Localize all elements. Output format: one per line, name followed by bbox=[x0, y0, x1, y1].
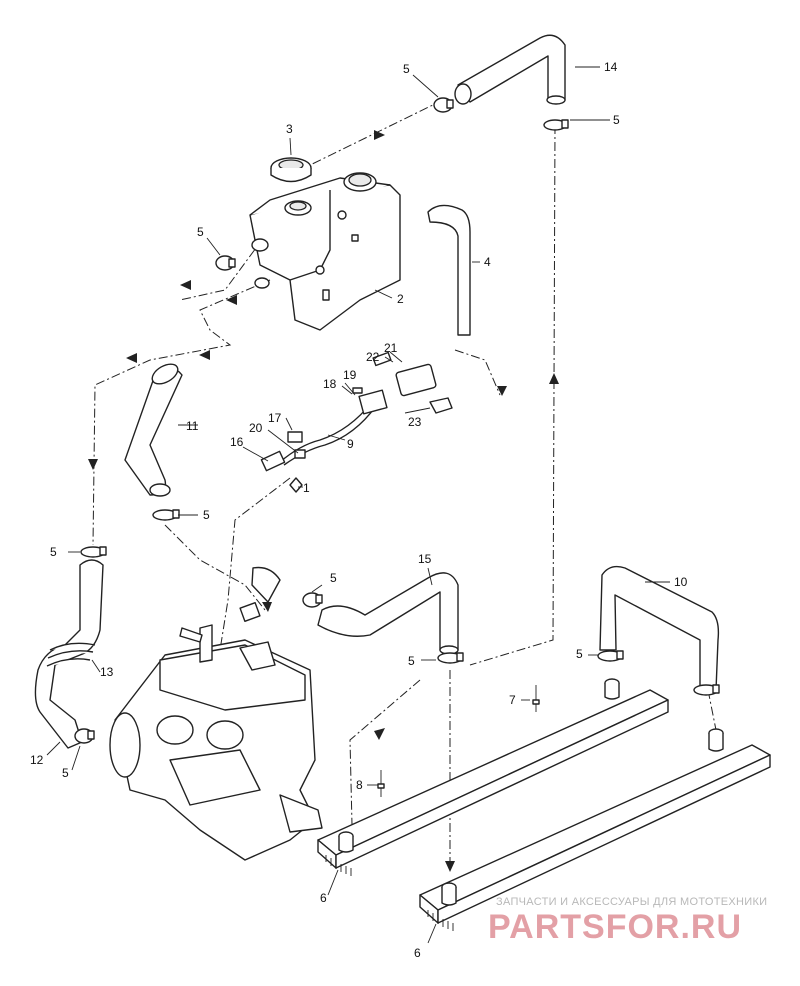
bolt-7 bbox=[532, 685, 540, 712]
flow-arrow-down-4 bbox=[262, 602, 272, 612]
callout-1: 1 bbox=[303, 481, 310, 495]
callout-5: 5 bbox=[403, 62, 410, 76]
callout-14: 14 bbox=[604, 60, 618, 74]
hose-12-13 bbox=[34, 559, 104, 749]
flow-arrow-upright bbox=[374, 728, 385, 740]
callout-20: 20 bbox=[249, 421, 263, 435]
clamp bbox=[74, 728, 95, 744]
callout-22: 22 bbox=[366, 350, 380, 364]
clamp bbox=[215, 255, 236, 271]
callout-5: 5 bbox=[576, 647, 583, 661]
hose-14 bbox=[454, 34, 566, 105]
callout-13: 13 bbox=[100, 665, 114, 679]
flow-arrow-left-2 bbox=[226, 295, 237, 305]
callout-5: 5 bbox=[613, 113, 620, 127]
hose-15 bbox=[317, 572, 459, 655]
clamp bbox=[302, 592, 323, 608]
flow-arrow-left-4 bbox=[199, 350, 210, 360]
coolant-expansion-tank bbox=[249, 172, 401, 331]
clamp bbox=[433, 97, 454, 113]
clamp bbox=[597, 650, 624, 662]
callout-6: 6 bbox=[414, 946, 421, 960]
clamp bbox=[543, 119, 569, 131]
flow-arrow-down-3 bbox=[445, 861, 455, 872]
callout-5: 5 bbox=[62, 766, 69, 780]
callout-5: 5 bbox=[330, 571, 337, 585]
flow-arrow-left bbox=[180, 280, 191, 290]
leader-lines bbox=[46, 66, 670, 944]
callout-12: 12 bbox=[30, 753, 44, 767]
callout-11: 11 bbox=[186, 419, 199, 433]
hose-10 bbox=[599, 565, 720, 691]
callout-9: 9 bbox=[347, 437, 354, 451]
overflow-hose-4 bbox=[427, 204, 471, 336]
clamp bbox=[693, 684, 720, 696]
flow-arrows bbox=[88, 130, 559, 872]
callout-2: 2 bbox=[397, 292, 404, 306]
temperature-sensor-harness bbox=[260, 351, 453, 493]
callout-5: 5 bbox=[408, 654, 415, 668]
callout-18: 18 bbox=[323, 377, 337, 391]
engine-block bbox=[109, 566, 323, 861]
callout-17: 17 bbox=[268, 411, 282, 425]
callout-8: 8 bbox=[356, 778, 363, 792]
callout-10: 10 bbox=[674, 575, 688, 589]
watermark-logo: PARTSFOR.RU bbox=[488, 908, 742, 946]
watermark-tagline: ЗАПЧАСТИ И АКСЕССУАРЫ ДЛЯ МОТОТЕХНИКИ bbox=[496, 896, 767, 908]
callout-7: 7 bbox=[509, 693, 516, 707]
callout-5: 5 bbox=[50, 545, 57, 559]
callout-19: 19 bbox=[343, 368, 357, 382]
callout-23: 23 bbox=[408, 415, 422, 429]
radiator-rear bbox=[419, 728, 771, 931]
callout-16: 16 bbox=[230, 435, 244, 449]
flow-arrow-up bbox=[549, 373, 559, 384]
flow-arrow-down-2 bbox=[497, 386, 507, 396]
flow-arrow-left-3 bbox=[126, 353, 137, 363]
callout-labels: 14 5 5 3 5 4 2 21 22 19 18 23 17 11 20 1… bbox=[30, 60, 688, 960]
callout-5: 5 bbox=[203, 508, 210, 522]
callout-3: 3 bbox=[286, 122, 293, 136]
clamp bbox=[437, 652, 464, 664]
callout-5: 5 bbox=[197, 225, 204, 239]
pressure-cap bbox=[270, 157, 312, 183]
radiator-front bbox=[317, 678, 669, 876]
callout-21: 21 bbox=[384, 341, 398, 355]
callout-4: 4 bbox=[484, 255, 491, 269]
hose-clamps bbox=[74, 97, 720, 744]
watermark: ЗАПЧАСТИ И АКСЕССУАРЫ ДЛЯ МОТОТЕХНИКИ PA… bbox=[488, 896, 767, 946]
callout-6: 6 bbox=[320, 891, 327, 905]
hose-11 bbox=[124, 363, 183, 497]
flow-arrow-right bbox=[374, 130, 385, 140]
bolt-8 bbox=[377, 770, 385, 797]
flow-arrow-down bbox=[88, 459, 98, 470]
clamp bbox=[152, 509, 180, 521]
callout-15: 15 bbox=[418, 552, 432, 566]
clamp bbox=[80, 546, 107, 558]
